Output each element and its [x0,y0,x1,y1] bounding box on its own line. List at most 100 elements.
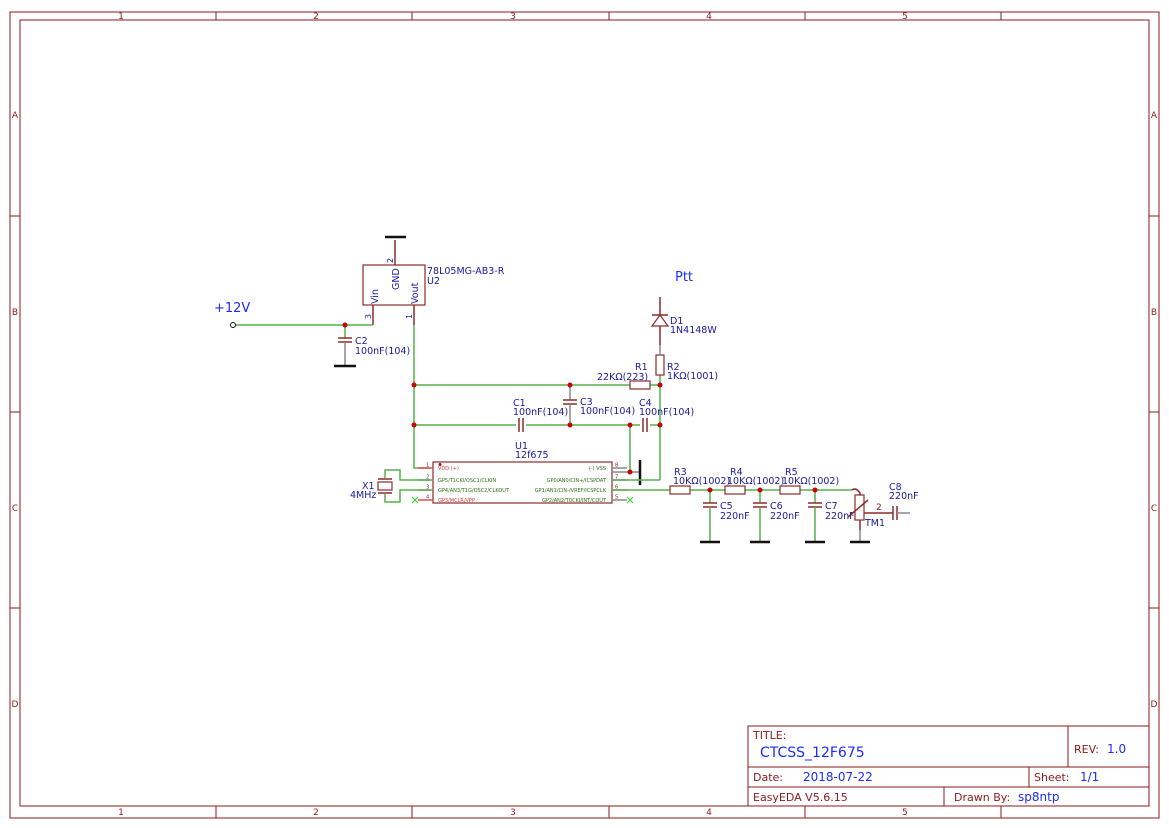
rev-label: REV: [1074,743,1099,756]
junction-dot [567,422,573,428]
r2-value: 1KΩ(1001) [667,371,718,382]
c2-value: 100nF(104) [355,346,410,357]
regulator-u2[interactable]: GND Vin Vout 2 3 1 78L05MG-AB3-R U2 [362,235,505,325]
r3-ref: R3 [674,467,687,478]
tm1-ref: TM1 [864,518,885,529]
power-input-terminal[interactable] [230,322,236,328]
drawn-by-value: sp8ntp [1018,790,1059,804]
c6-ref: C6 [770,501,783,512]
c7-value: 220nF [825,511,855,522]
c5-value: 220nF [720,511,750,522]
pin-vin-label: Vin [370,289,381,304]
drawn-by-label: Drawn By: [954,791,1010,804]
resistor-r2[interactable]: R2 1KΩ(1001) [655,345,718,382]
pin-name: GP2/AN2/T0CKI/INT/COUT [542,498,607,504]
r1-value: 22KΩ(223) [597,372,648,383]
pin-name: GP5/T1CKI/OSC1/CLKIN [438,478,496,484]
capacitor-c8[interactable]: 2 C8 220nF [876,482,919,520]
capacitor-c2[interactable]: C2 100nF(104) [334,336,410,368]
column-marker: 5 [902,12,908,22]
c1-ref: C1 [513,398,526,409]
pin-number: 2 [386,258,395,263]
column-marker: 2 [313,808,319,818]
r4-ref: R4 [730,467,743,478]
title-block: TITLE: CTCSS_12F675 REV: 1.0 Date: 2018-… [747,725,1150,807]
junction-dot [627,422,633,428]
column-marker: 1 [118,808,124,818]
column-marker: 3 [510,808,516,818]
title-label: TITLE: [752,729,786,742]
c4-value: 100nF(104) [639,407,694,418]
c3-ref: C3 [580,397,593,408]
d1-ref: D1 [670,316,683,327]
trimmer-tm1[interactable]: TM1 [847,488,893,544]
c8-value: 220nF [889,491,919,502]
pin-number: 1 [405,314,414,319]
column-marker: 5 [902,808,908,818]
row-marker: B [1151,308,1157,318]
r5-ref: R5 [785,467,798,478]
pin-number: 5 [615,495,618,501]
capacitor-c3[interactable]: C3 100nF(104) [563,385,635,425]
capacitor-c1[interactable]: C1 100nF(104) [513,398,568,432]
pin-name: GP0/AN0/CIN+/ICSPDAT [547,478,607,484]
resistor-r1[interactable]: R1 22KΩ(223) [597,362,651,390]
pin-gnd-label: GND [391,268,402,290]
row-marker: D [1151,700,1158,710]
r1-ref: R1 [635,362,648,373]
r4-value: 10KΩ(1002) [727,476,784,487]
pin-name: VDD (+) [438,466,459,472]
pin-number: 3 [364,314,373,319]
diode-d1[interactable]: D1 1N4148W [650,297,717,345]
row-marker: C [12,504,18,514]
resistor-r4[interactable]: R4 10KΩ(1002) [724,467,784,495]
column-marker: 4 [706,12,712,22]
net-label-12v: +12V [214,301,250,316]
r3-value: 10KΩ(1002) [673,476,730,487]
pin-name: GP4/AN3/T1G/OSC2/CLKOUT [438,488,510,494]
column-marker: 2 [313,12,319,22]
junction-dot [627,469,633,475]
x1-ref: X1 [362,481,375,492]
column-marker: 4 [706,808,712,818]
pin-name: GP3/MCLR/VPP [438,498,475,504]
pin-number: 1 [426,463,429,469]
junction-dot [567,382,573,388]
sheet-value: 1/1 [1080,770,1099,784]
column-marker: 3 [510,12,516,22]
c8-ref: C8 [889,482,902,493]
resistor-r5[interactable]: R5 10KΩ(1002) [779,467,839,495]
junction-dot [657,422,663,428]
sheet-label: Sheet: [1034,771,1070,784]
crystal-x1[interactable]: X1 4MHz [350,478,393,501]
row-marker: B [12,308,18,318]
pin-number: 3 [426,485,429,491]
date-value: 2018-07-22 [803,770,873,784]
r5-value: 10KΩ(1002) [782,476,839,487]
net-label-ptt: Ptt [675,270,693,285]
u2-ref: U2 [427,276,440,287]
resistor-r3[interactable]: R3 10KΩ(1002) [669,467,730,495]
row-marker: A [1151,111,1158,121]
row-marker: A [12,111,19,121]
r2-ref: R2 [667,362,680,373]
pin-number: 2 [426,475,429,481]
pin-name: (-) VSS [589,466,606,472]
u2-value: 78L05MG-AB3-R [427,266,505,277]
capacitor-c4[interactable]: C4 100nF(104) [639,398,694,432]
c6-value: 220nF [770,511,800,522]
rev-value: 1.0 [1107,742,1126,756]
junction-dot [411,422,417,428]
x1-value: 4MHz [350,490,376,501]
pin-number: 8 [615,463,618,469]
c3-value: 100nF(104) [580,406,635,417]
row-marker: D [12,700,19,710]
tool-version: EasyEDA V5.6.15 [753,791,848,804]
d1-value: 1N4148W [670,325,717,336]
